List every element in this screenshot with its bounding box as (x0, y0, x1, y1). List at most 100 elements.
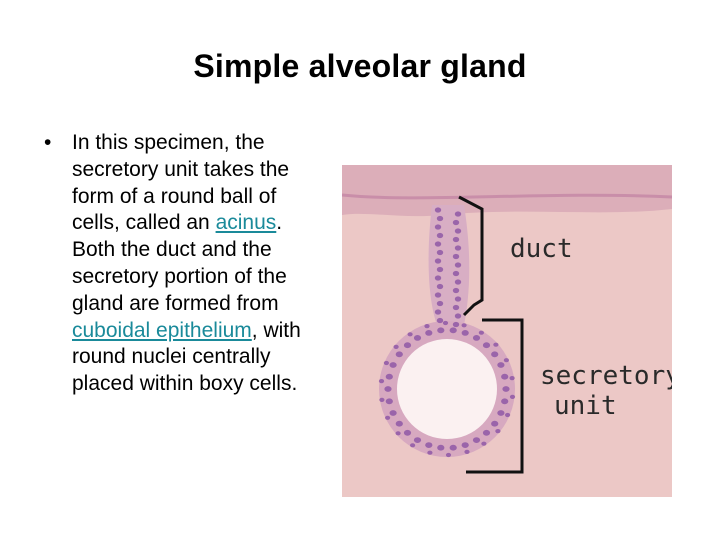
nucleus (434, 275, 442, 281)
nucleus (427, 450, 433, 455)
nucleus (482, 429, 491, 436)
nucleus (403, 429, 412, 436)
nucleus (449, 444, 457, 451)
nucleus (449, 327, 457, 334)
nucleus (383, 360, 389, 366)
nucleus (425, 330, 433, 336)
nucleus (452, 270, 460, 277)
nucleus (501, 373, 509, 380)
nucleus (454, 262, 462, 268)
nucleus (434, 224, 442, 230)
nucleus (509, 394, 516, 399)
nucleus (385, 373, 393, 380)
bullet-item: • In this specimen, the secretory unit t… (44, 130, 316, 398)
nucleus (434, 241, 442, 247)
nucleus (434, 258, 442, 264)
nucleus (452, 321, 460, 328)
nucleus (389, 410, 397, 416)
acinus-lumen (397, 339, 497, 439)
nucleus (464, 449, 470, 454)
nucleus (454, 228, 462, 234)
nucleus (437, 444, 445, 451)
nucleus (379, 397, 385, 402)
nucleus (434, 292, 442, 298)
nucleus (393, 344, 399, 349)
bullet-text: In this specimen, the secretory unit tak… (72, 130, 316, 398)
nucleus (454, 211, 462, 217)
nucleus (454, 313, 462, 319)
nucleus (493, 342, 499, 347)
nucleus (454, 279, 462, 285)
bullet-text-part-2: . Both the duct and the secretory portio… (72, 211, 287, 315)
nucleus (436, 317, 444, 324)
surface-epithelium (342, 165, 672, 217)
duct-shape (428, 205, 470, 325)
nucleus (385, 398, 393, 405)
nucleus (437, 327, 445, 334)
surface-line (342, 193, 672, 200)
nucleus (384, 386, 392, 392)
nuclei-group (378, 207, 516, 458)
nucleus (452, 253, 460, 260)
nucleus (505, 412, 511, 418)
bullet-text-part-1: In this specimen, the secretory unit tak… (72, 131, 290, 235)
nucleus (491, 351, 499, 358)
nucleus (389, 362, 397, 368)
bullet-text-part-3: , with round nuclei centrally placed wit… (72, 318, 301, 396)
nucleus (503, 358, 509, 363)
micrograph-svg: duct secretory unit (342, 165, 672, 497)
nucleus (501, 398, 509, 405)
nucleus (452, 287, 460, 294)
nucleus (378, 379, 385, 384)
bullet-marker: • (44, 131, 52, 154)
gland-micrograph: duct secretory unit (342, 165, 672, 497)
nucleus (497, 410, 505, 416)
nucleus (461, 330, 469, 336)
nucleus (445, 452, 452, 458)
nucleus (436, 300, 444, 307)
nucleus (434, 207, 442, 213)
nucleus (452, 219, 460, 226)
slide-title: Simple alveolar gland (193, 48, 527, 84)
nucleus (434, 309, 442, 315)
nucleus (495, 429, 501, 434)
nucleus (436, 232, 444, 239)
nucleus (410, 443, 416, 448)
nucleus (482, 342, 491, 349)
nucleus (472, 335, 481, 341)
nucleus (413, 335, 422, 341)
nucleus (491, 420, 499, 427)
nucleus (413, 437, 422, 443)
nucleus (407, 332, 413, 337)
nucleus (461, 323, 467, 328)
nucleus (452, 236, 460, 243)
acinus-link[interactable]: acinus (215, 211, 277, 235)
nucleus (454, 296, 462, 302)
nucleus (481, 441, 487, 446)
nucleus (395, 431, 401, 436)
nucleus (461, 442, 469, 448)
secretory-label-line2: unit (554, 391, 617, 421)
nucleus (436, 283, 444, 290)
nucleus (436, 249, 444, 256)
nucleus (395, 420, 403, 427)
nucleus (452, 304, 460, 311)
duct-bracket (458, 195, 484, 317)
nucleus (497, 362, 505, 368)
tissue-background (342, 165, 672, 497)
nucleus (436, 266, 444, 273)
nucleus (436, 215, 444, 222)
nucleus (425, 442, 433, 448)
cuboidal-epithelium-link[interactable]: cuboidal epithelium (72, 318, 252, 342)
nucleus (385, 415, 391, 420)
secretory-bracket (466, 318, 524, 474)
nucleus (509, 376, 515, 381)
nucleus (472, 437, 481, 443)
nucleus (478, 330, 484, 335)
nucleus (442, 320, 449, 326)
nucleus (424, 324, 430, 329)
duct-label: duct (510, 234, 573, 264)
secretory-label-line1: secretory (540, 361, 672, 391)
nucleus (403, 342, 412, 349)
